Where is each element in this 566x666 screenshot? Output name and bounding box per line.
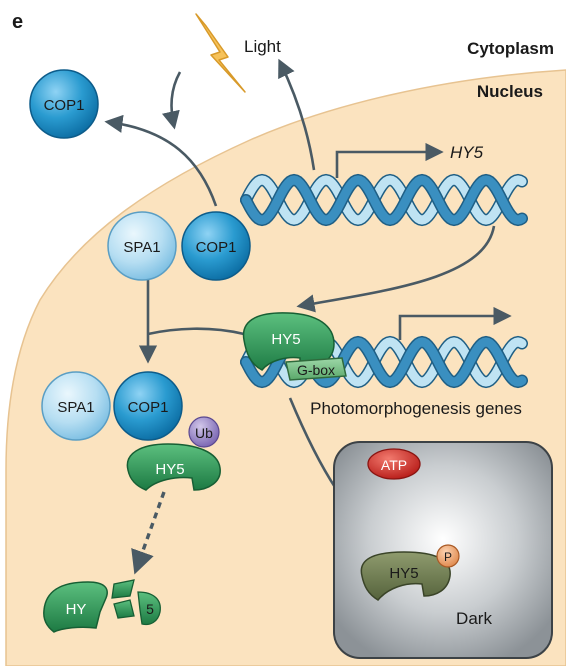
phosphate-group [436,544,460,568]
cop1-complex [181,211,251,281]
hy5-fragment-b-label: 5 [146,601,154,617]
ubiquitin [188,416,220,448]
cop1-cytoplasm-label: COP1 [44,97,85,114]
spa1-bottom [41,371,111,441]
panel-letter: e [12,11,23,33]
hy5-ubiquitinated [126,443,221,491]
hy5-gene-label: HY5 [450,143,484,162]
photomorphogenesis-genes-label: Photomorphogenesis genes [310,399,522,418]
spa1-complex [107,211,177,281]
hy5-phospho-label: HY5 [389,565,418,582]
phosphate-label: P [444,550,452,564]
arrow-complex-to-cop1-export [104,114,218,207]
cop1-cytoplasm [29,69,99,139]
dna-strand-back [241,337,527,387]
cop1-complex-label: COP1 [196,239,237,256]
arrow-dna-to-light [278,58,316,171]
hy5-fragment-shard-3 [137,591,161,626]
arrow-degradation [131,491,166,575]
gbox-label: G-box [297,362,335,378]
gbox-element [285,357,347,381]
lightning-icon [195,13,246,93]
spa1-complex-label: SPA1 [123,239,160,256]
hy5-promoter-arrow [335,142,444,178]
cytoplasm-label: Cytoplasm [467,39,554,58]
cop1-bottom-label: COP1 [128,399,169,416]
hy5-fragment-shard-2 [113,599,135,619]
hy5-fragment-a [43,581,108,633]
dna-helix-hy5 [240,173,528,227]
nucleus-label: Nucleus [477,82,543,101]
dna-strand-back [241,175,527,225]
hy5-bound-label: HY5 [271,331,300,348]
light-label: Light [244,37,281,56]
dark-label: Dark [456,609,492,628]
spa1-bottom-label: SPA1 [57,399,94,416]
hy5-phosphorylated [360,551,451,601]
ubiquitin-label: Ub [195,425,213,441]
hy5-ubiquitinated-label: HY5 [155,461,184,478]
arrow-hy5-transcript-to-protein [296,225,496,313]
hy5-fragment-shard-1 [111,579,135,599]
cop1-bottom [113,371,183,441]
atp-label: ATP [381,457,407,473]
atp-molecule [367,448,421,480]
photo-promoter-arrow [398,306,512,340]
hy5-fragment-a-label: HY [66,601,87,618]
line-hy5-to-complex [147,327,245,336]
dna-strand-front [241,175,527,225]
arrow-light-to-complex [161,71,182,130]
